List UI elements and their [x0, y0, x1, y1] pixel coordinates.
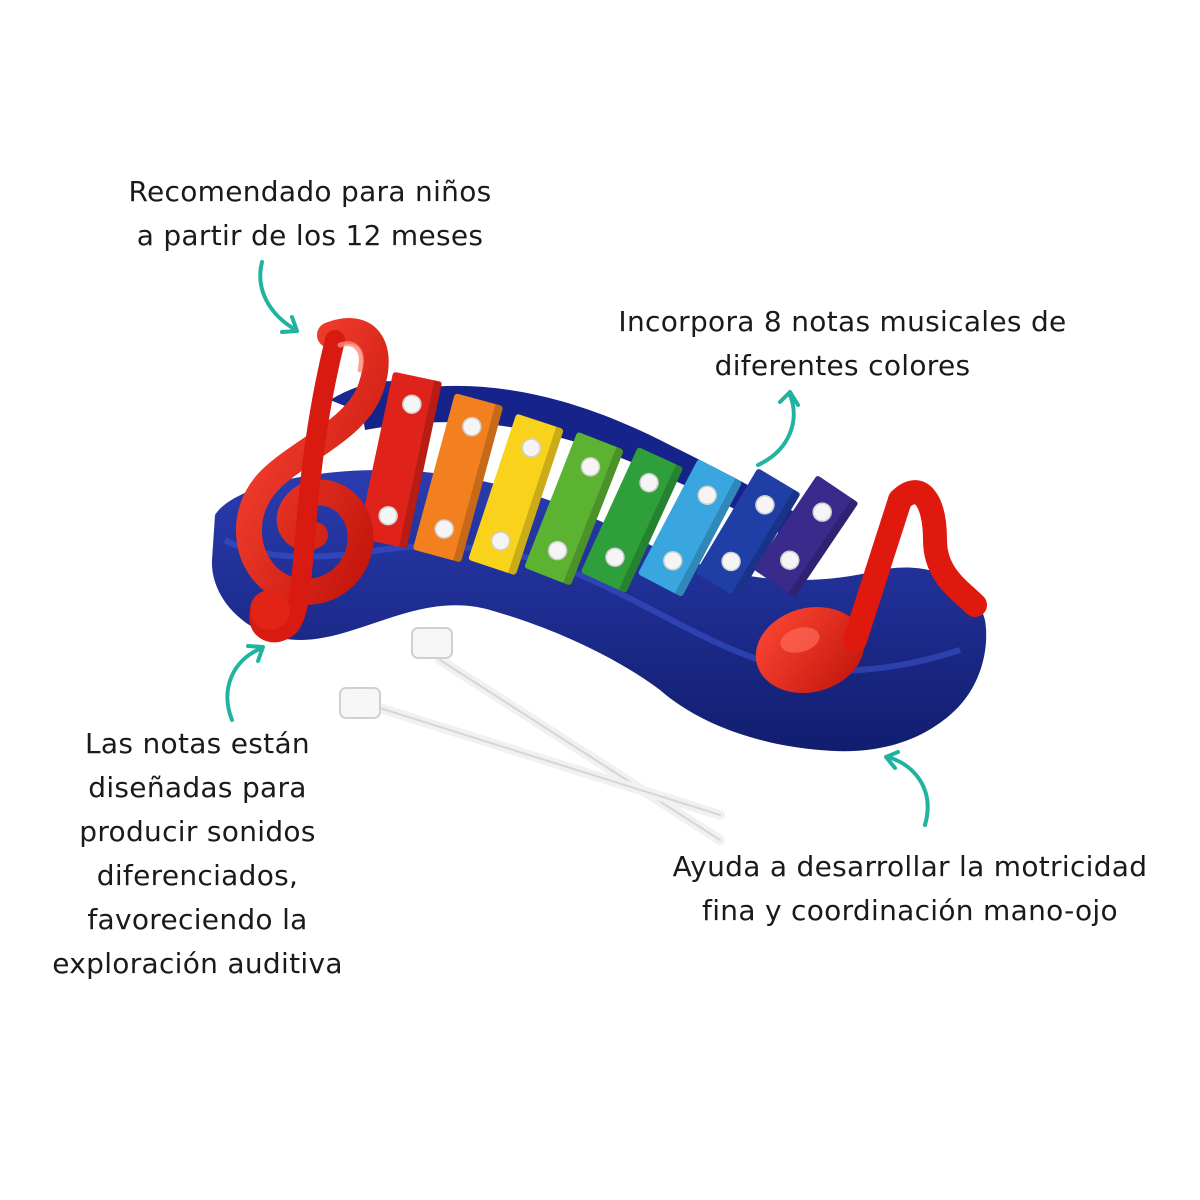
mallets	[339, 627, 725, 845]
annotation-motor: Ayuda a desarrollar la motricidad fina y…	[630, 845, 1190, 933]
xylophone-bar	[581, 447, 684, 594]
eighth-note-icon	[755, 480, 987, 693]
annotation-age-line: Recomendado para niños	[128, 175, 492, 208]
annotation-notes: Incorpora 8 notas musicales de diferente…	[570, 300, 1115, 388]
annotation-notes-line: diferentes colores	[714, 349, 971, 382]
annotation-age: Recomendado para niños a partir de los 1…	[60, 170, 560, 258]
mallet	[339, 687, 725, 820]
xylophone-bar	[638, 459, 743, 598]
arrow-motor-icon	[884, 750, 930, 827]
treble-clef-icon	[236, 318, 389, 643]
xylophone-bar	[696, 469, 801, 599]
xylophone-bar	[524, 432, 624, 586]
annotation-motor-line: Ayuda a desarrollar la motricidad	[672, 850, 1148, 883]
annotation-sounds-line: Las notas están	[85, 727, 310, 760]
annotation-notes-line: Incorpora 8 notas musicales de	[618, 305, 1067, 338]
xylophone-bar	[468, 414, 564, 576]
xylophone-bars	[358, 372, 859, 599]
arrow-notes-icon	[756, 390, 800, 467]
annotation-sounds-line: exploración auditiva	[52, 947, 343, 980]
annotation-sounds: Las notas están diseñadas para producir …	[10, 722, 385, 986]
annotation-sounds-line: diferenciados,	[96, 859, 299, 892]
xylophone-bar	[358, 372, 443, 549]
xylophone-bar	[754, 476, 859, 598]
annotation-sounds-line: producir sonidos	[79, 815, 316, 848]
annotation-sounds-line: diseñadas para	[88, 771, 307, 804]
annotation-sounds-line: favoreciendo la	[87, 903, 308, 936]
mallet	[411, 627, 725, 845]
xylophone-bar	[413, 393, 504, 563]
arrow-age-icon	[258, 260, 299, 334]
arrow-sounds-icon	[225, 644, 265, 722]
annotation-motor-line: fina y coordinación mano-ojo	[702, 894, 1118, 927]
annotation-age-line: a partir de los 12 meses	[136, 219, 484, 252]
